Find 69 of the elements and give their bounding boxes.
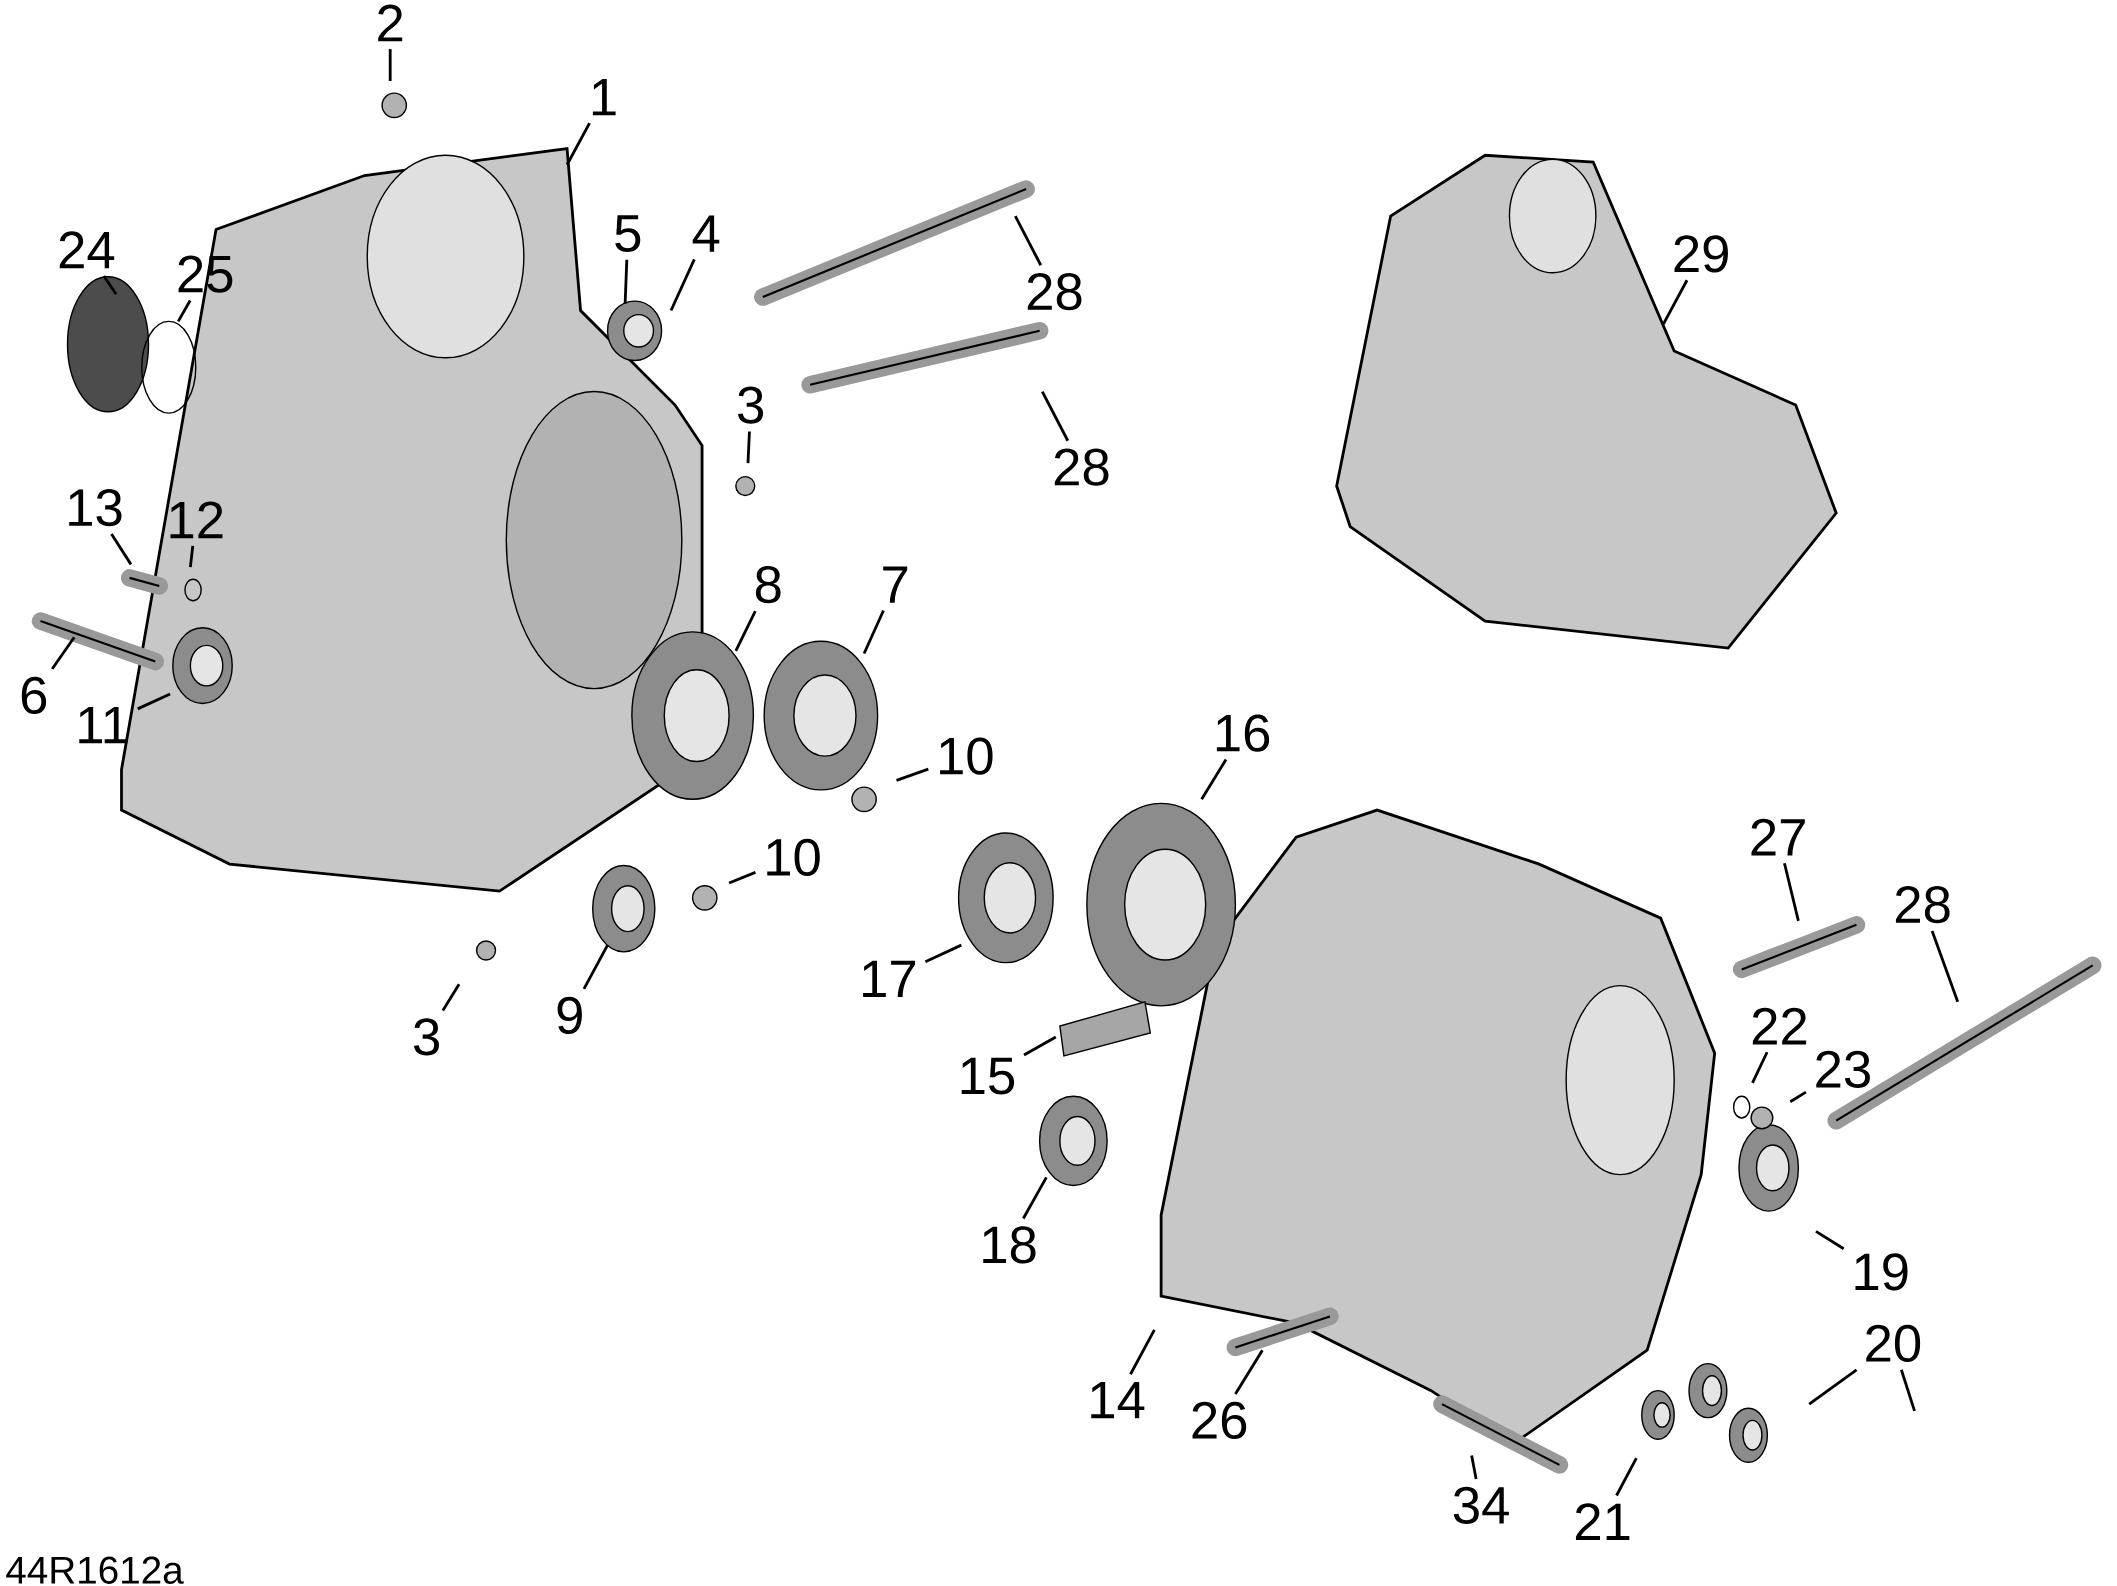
- callout-number: 34: [1453, 1486, 1509, 1524]
- leader-line: [862, 609, 885, 654]
- leader-line: [1662, 279, 1689, 325]
- leader-line: [1815, 1229, 1845, 1250]
- callout-number: 14: [1091, 1381, 1145, 1419]
- callout-number: 28: [1027, 272, 1082, 311]
- callout-number: 23: [1816, 1050, 1870, 1088]
- callout-number: 7: [883, 566, 908, 603]
- callout-number: 27: [1751, 818, 1805, 856]
- leader-line: [102, 274, 118, 295]
- callout-number: 22: [1752, 1007, 1807, 1045]
- leader-line: [177, 299, 192, 322]
- leader-line: [188, 545, 195, 568]
- callout-number: 1: [592, 78, 616, 116]
- leader-line: [1751, 1051, 1769, 1084]
- callout-number: 10: [940, 737, 993, 775]
- callout-number: 28: [1054, 448, 1109, 486]
- leader-line: [582, 944, 609, 990]
- callout-number: 17: [863, 960, 916, 997]
- callout-number: 6: [21, 676, 47, 714]
- leader-line: [388, 48, 392, 81]
- callout-number: 15: [961, 1057, 1015, 1095]
- callout-number: 20: [1866, 1324, 1921, 1362]
- callout-number: 18: [983, 1225, 1036, 1264]
- callout-number: 21: [1575, 1503, 1630, 1540]
- leader-line: [896, 767, 929, 782]
- leader-line: [1808, 1368, 1858, 1406]
- leader-line: [1129, 1329, 1156, 1375]
- leader-line: [1041, 390, 1070, 442]
- leader-line: [623, 259, 629, 304]
- callout-number: 19: [1855, 1252, 1908, 1291]
- callout-number: 13: [69, 488, 122, 527]
- leader-line: [1789, 1090, 1807, 1103]
- callout-number: 29: [1674, 234, 1728, 273]
- callout-number: 16: [1216, 714, 1270, 752]
- callout-number: 4: [692, 215, 720, 252]
- leader-line: [1930, 930, 1960, 1003]
- leader-line: [1900, 1369, 1916, 1412]
- leader-line: [669, 258, 696, 311]
- leader-line: [441, 983, 461, 1012]
- callout-number: 24: [59, 231, 115, 268]
- leader-line: [110, 533, 133, 565]
- leader-line: [1615, 1457, 1638, 1496]
- callout-number: 3: [414, 1018, 439, 1056]
- callout-number: 2: [378, 4, 403, 42]
- leader-line: [1023, 1035, 1057, 1057]
- leader-line: [1783, 862, 1800, 921]
- leader-line: [746, 431, 751, 463]
- callout-number: 5: [615, 215, 641, 252]
- leader-line: [734, 610, 757, 652]
- callout-number: 8: [755, 565, 781, 604]
- leader-line: [565, 122, 591, 166]
- leader-line: [924, 943, 962, 963]
- callout-number: 28: [1895, 885, 1950, 924]
- callout-number: 9: [557, 996, 582, 1034]
- leader-line: [51, 636, 76, 670]
- leader-line: [1200, 758, 1228, 800]
- leader-line: [1234, 1349, 1264, 1395]
- callout-number: 10: [767, 838, 820, 876]
- figure-code: 44R1612a: [6, 1556, 184, 1584]
- leader-line: [728, 870, 756, 885]
- leader-line: [1022, 1176, 1048, 1219]
- callout-number: 11: [79, 706, 128, 743]
- callout-number: 26: [1192, 1401, 1247, 1439]
- leader-line: [137, 692, 171, 710]
- leader-line: [1014, 215, 1043, 266]
- callout-number: 3: [738, 386, 764, 424]
- leader-line: [1470, 1455, 1478, 1480]
- callout-number: 12: [170, 501, 223, 538]
